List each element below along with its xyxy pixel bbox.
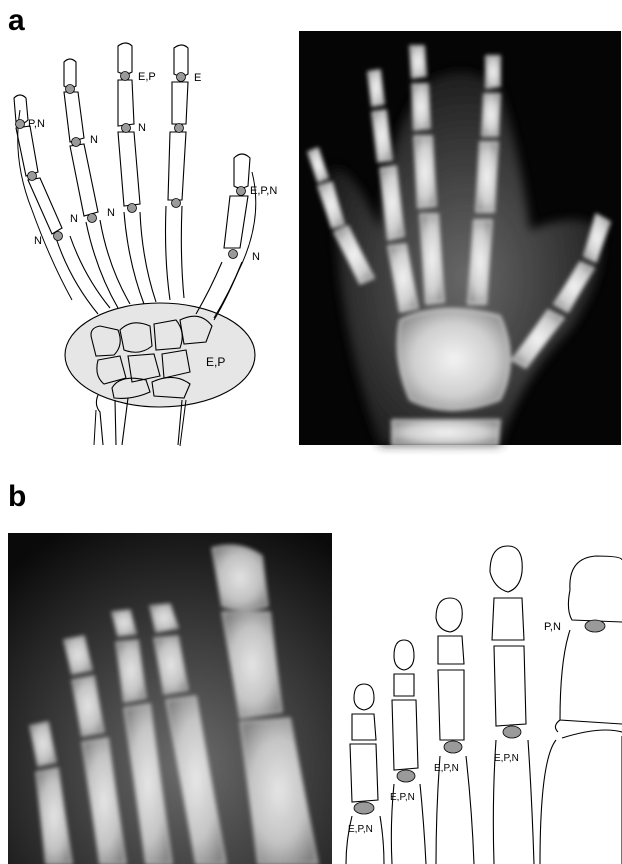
joint-marker xyxy=(121,72,130,81)
label-toe5-pip: E,P,N xyxy=(348,824,373,835)
joint-marker xyxy=(54,232,63,241)
joint-marker xyxy=(237,187,246,196)
joint-marker xyxy=(72,138,81,147)
index-finger xyxy=(168,45,188,200)
joint-marker xyxy=(397,770,415,782)
label-toe3-pip: E,P,N xyxy=(434,763,459,774)
hand-diagram xyxy=(14,43,256,446)
joint-marker xyxy=(172,199,181,208)
second-toe xyxy=(490,546,534,864)
joint-marker xyxy=(503,726,521,738)
label-thumb-mcp: N xyxy=(252,251,260,263)
little-finger xyxy=(14,95,62,234)
label-middle-mcp: N xyxy=(107,207,115,219)
label-middle-pip: N xyxy=(138,122,146,134)
joint-marker xyxy=(128,204,137,213)
foot-joint-markers xyxy=(354,620,605,814)
foot-diagram xyxy=(346,546,622,864)
joint-marker xyxy=(16,120,25,129)
carpal-region-ellipse xyxy=(65,303,255,407)
joint-marker xyxy=(444,741,462,753)
hand-xray xyxy=(299,31,621,445)
third-toe xyxy=(436,598,474,864)
metacarpals xyxy=(56,206,242,318)
fourth-toe xyxy=(391,640,426,864)
foot-labels: P,N E,P,N E,P,N E,P,N E,P,N xyxy=(348,621,561,835)
label-little-pip: N xyxy=(34,235,42,247)
joint-marker xyxy=(585,620,605,632)
label-ring-mcp: N xyxy=(70,213,78,225)
label-middle-dip: E,P xyxy=(138,71,156,83)
label-hallux-ip: P,N xyxy=(544,621,561,633)
ulna-bone xyxy=(96,395,116,445)
thumb xyxy=(224,154,250,248)
label-ring-pip: N xyxy=(90,134,98,146)
label-toe2-pip: E,P,N xyxy=(494,753,519,764)
joint-marker xyxy=(122,124,131,133)
joint-marker xyxy=(88,214,97,223)
joint-marker xyxy=(177,73,186,82)
joint-marker xyxy=(229,250,238,259)
label-index-dip: E xyxy=(194,72,201,84)
joint-marker xyxy=(28,172,37,181)
fifth-toe xyxy=(346,684,384,864)
joint-marker xyxy=(175,124,184,133)
foot-xray xyxy=(8,533,332,864)
joint-marker xyxy=(354,802,374,814)
label-little-dip: P,N xyxy=(28,118,45,130)
great-toe xyxy=(540,556,622,864)
label-thumb-ip: E,P,N xyxy=(250,185,277,197)
label-carpus: E,P xyxy=(206,355,225,369)
joint-marker xyxy=(66,85,75,94)
label-toe4-pip: E,P,N xyxy=(390,792,415,803)
